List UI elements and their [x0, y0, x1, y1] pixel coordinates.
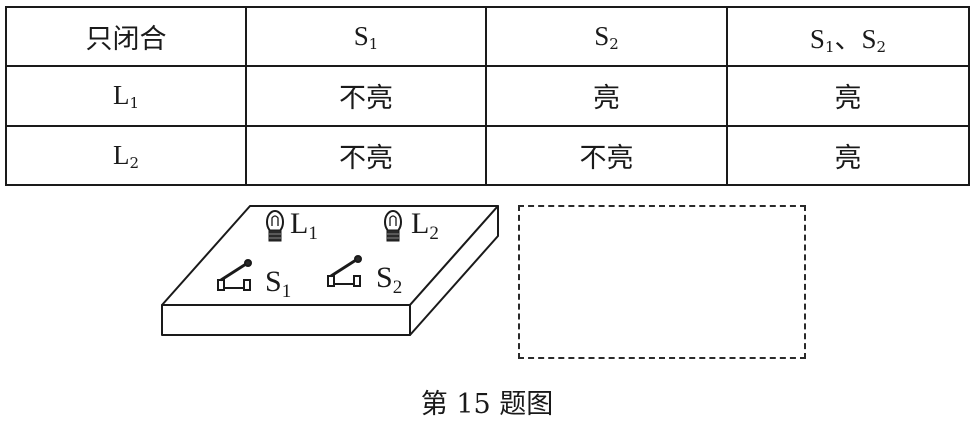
lamp-l1-icon — [266, 210, 284, 242]
header-label-cell: 只闭合 — [5, 5, 247, 68]
circuit-board-figure: L1 L2 S1 S2 — [161, 205, 499, 336]
header-s1-cell: S1 — [245, 5, 487, 68]
table-row-l1: L1 不亮 亮 亮 — [5, 65, 970, 127]
switch-s2-label: S2 — [376, 261, 402, 298]
header-s2-cell: S2 — [485, 5, 728, 68]
cell-l2-s1s2: 亮 — [726, 124, 970, 187]
lamp-l2-cell: L2 — [5, 124, 247, 187]
truth-table: 只闭合 S1 S2 S1、S2 L1 不亮 亮 亮 L2 不亮 不亮 亮 — [5, 5, 970, 187]
cell-l1-s1s2: 亮 — [726, 65, 970, 127]
table-header-row: 只闭合 S1 S2 S1、S2 — [5, 5, 970, 68]
board-box — [161, 205, 499, 336]
lamp-l1-cell: L1 — [5, 65, 247, 127]
lamp-l2-icon — [384, 210, 402, 242]
lamp-l2-label: L2 — [411, 207, 439, 244]
answer-dashed-box[interactable] — [518, 205, 806, 359]
cell-l2-s2: 不亮 — [485, 124, 728, 187]
lamp-l1-label: L1 — [290, 207, 318, 244]
cell-l1-s1: 不亮 — [245, 65, 487, 127]
table-row-l2: L2 不亮 不亮 亮 — [5, 124, 970, 187]
switch-s2-icon — [327, 255, 362, 287]
header-s1-s2-cell: S1、S2 — [726, 5, 970, 68]
cell-l1-s2: 亮 — [485, 65, 728, 127]
switch-s1-label: S1 — [265, 265, 291, 302]
figure-caption: 第 15 题图 — [420, 389, 554, 420]
switch-s1-icon — [217, 259, 252, 291]
cell-l2-s1: 不亮 — [245, 124, 487, 187]
